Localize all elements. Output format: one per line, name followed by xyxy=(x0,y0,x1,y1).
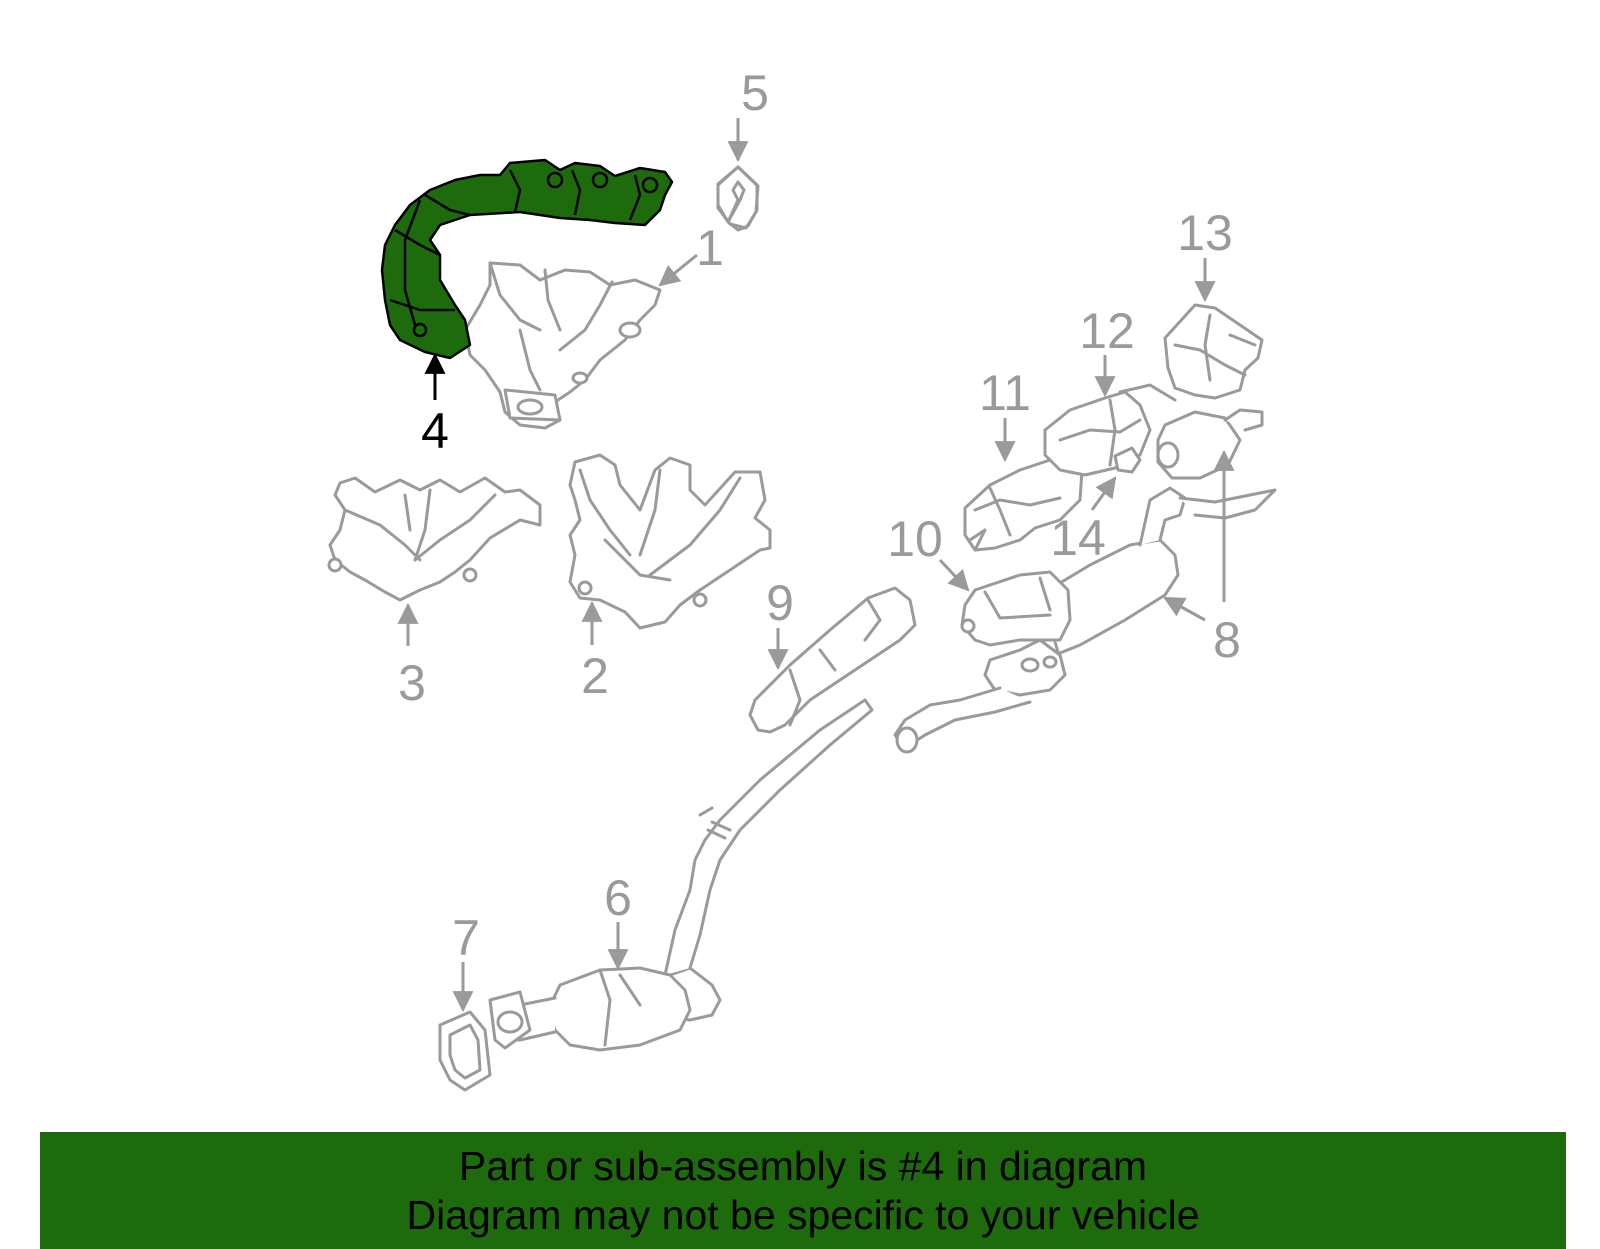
exhaust-manifold-part-1[interactable] xyxy=(463,261,662,430)
callout-10: 10 xyxy=(887,511,943,567)
leader-line-10 xyxy=(938,558,970,592)
callout-6: 6 xyxy=(604,870,632,926)
callout-4-highlighted: 4 xyxy=(421,403,449,459)
heat-shield-part-12[interactable] xyxy=(1043,383,1177,477)
callout-14: 14 xyxy=(1050,510,1106,566)
info-banner: Part or sub-assembly is #4 in diagram Di… xyxy=(40,1132,1566,1249)
callout-9: 9 xyxy=(766,575,794,631)
callout-3: 3 xyxy=(398,655,426,711)
heat-shield-part-11[interactable] xyxy=(963,456,1084,552)
leader-line-1 xyxy=(658,253,698,287)
gasket-part-5[interactable] xyxy=(716,165,760,232)
callout-2: 2 xyxy=(581,648,609,704)
leader-line-8 xyxy=(1163,596,1206,622)
heat-shield-part-2[interactable] xyxy=(568,453,772,630)
flange-gasket-part-7[interactable] xyxy=(438,1010,492,1092)
heat-shield-part-3[interactable] xyxy=(327,476,542,602)
heat-shield-part-13[interactable] xyxy=(1163,303,1264,400)
banner-line-disclaimer: Diagram may not be specific to your vehi… xyxy=(406,1191,1200,1238)
catalytic-converter-part-6[interactable] xyxy=(488,698,874,1052)
callout-7: 7 xyxy=(452,910,480,966)
heat-shield-part-10[interactable] xyxy=(960,570,1072,647)
callout-8: 8 xyxy=(1213,612,1241,668)
callout-13: 13 xyxy=(1177,205,1233,261)
heat-shield-part-4-highlighted[interactable] xyxy=(380,158,674,360)
callout-11: 11 xyxy=(979,365,1031,421)
muffler-part-8[interactable] xyxy=(893,486,1277,754)
banner-line-part-number: Part or sub-assembly is #4 in diagram xyxy=(458,1142,1148,1189)
callout-5: 5 xyxy=(741,65,769,121)
callout-1: 1 xyxy=(696,220,724,276)
leader-line-14 xyxy=(1090,476,1117,511)
callout-12: 12 xyxy=(1079,303,1135,359)
info-banner-background xyxy=(40,1132,1566,1249)
heat-shield-part-9[interactable] xyxy=(748,586,917,734)
